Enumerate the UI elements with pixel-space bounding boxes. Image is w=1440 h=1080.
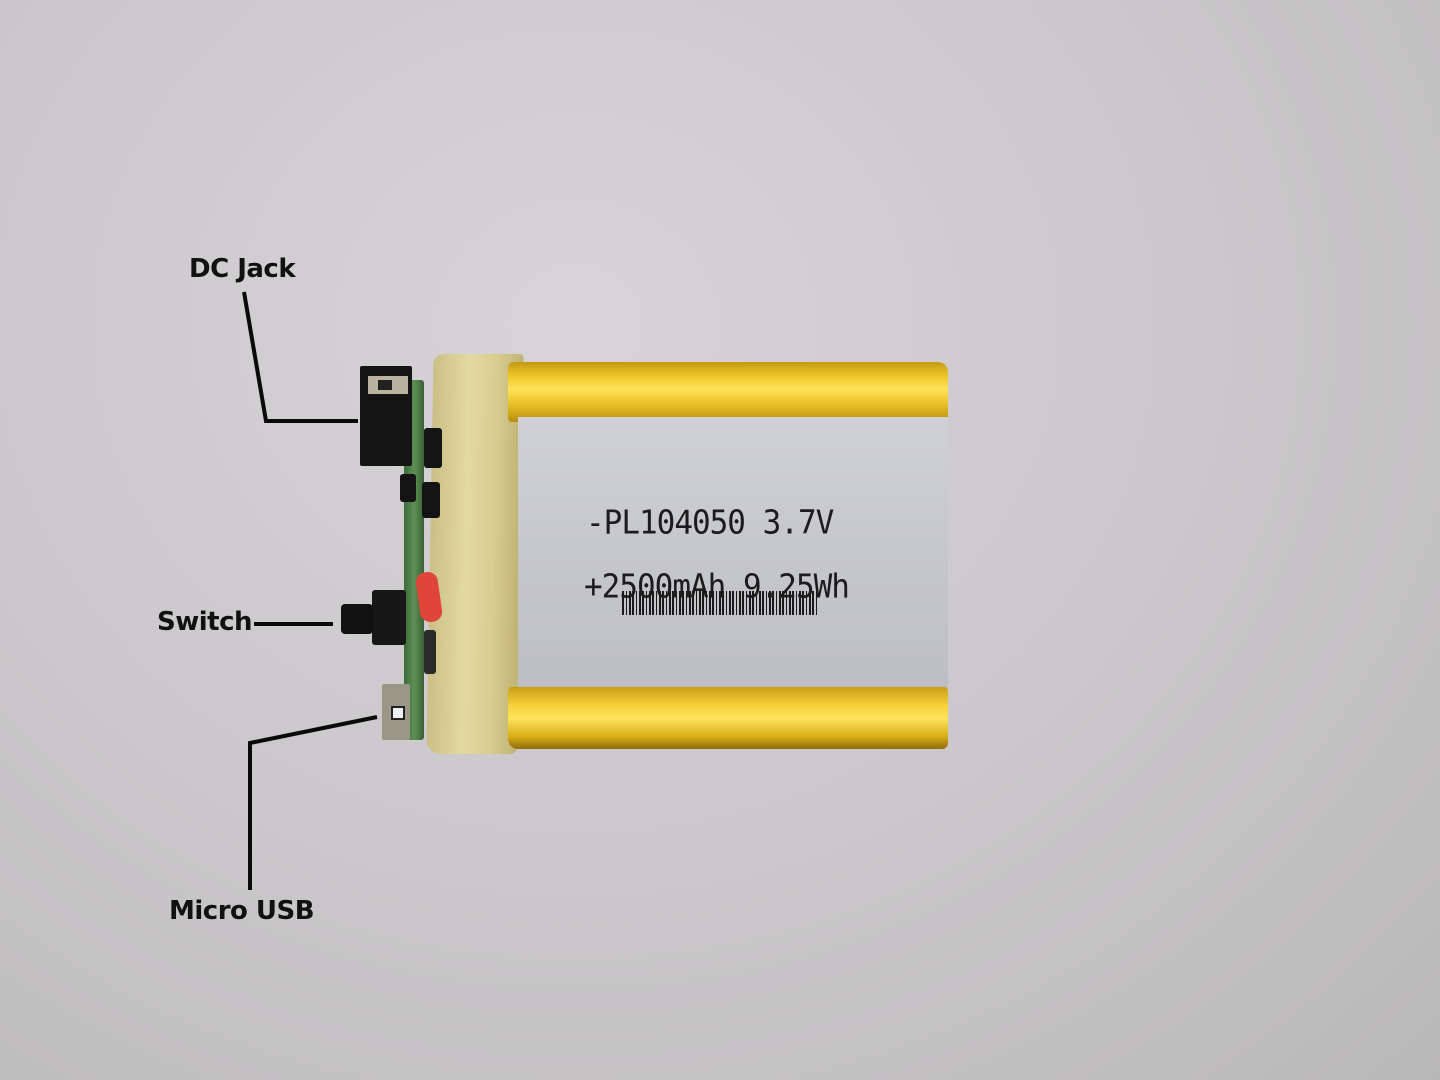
dc-jack — [360, 366, 412, 466]
barcode — [622, 591, 818, 615]
component — [422, 482, 440, 518]
lipo-battery: -PL104050 3.7V +2500mAh 9.25Wh — [500, 362, 955, 749]
label-dc-jack: DC Jack — [189, 254, 296, 284]
micro-usb-leader-line — [248, 715, 378, 890]
dc-jack-leader-line — [242, 291, 358, 423]
connector — [424, 630, 436, 674]
component — [400, 474, 416, 502]
battery-top-edge — [508, 362, 948, 422]
component — [424, 428, 442, 468]
micro-usb-port — [382, 684, 410, 740]
pcb-board — [404, 380, 424, 740]
label-micro-usb: Micro USB — [169, 896, 315, 926]
switch-body — [372, 590, 406, 645]
battery-label-face: -PL104050 3.7V +2500mAh 9.25Wh — [518, 417, 948, 692]
label-switch: Switch — [157, 607, 253, 637]
battery-capacity-text: +2500mAh 9.25Wh — [584, 568, 850, 606]
battery-model-text: -PL104050 3.7V — [586, 504, 834, 542]
switch-button — [341, 604, 373, 634]
battery-bottom-edge — [508, 687, 948, 749]
